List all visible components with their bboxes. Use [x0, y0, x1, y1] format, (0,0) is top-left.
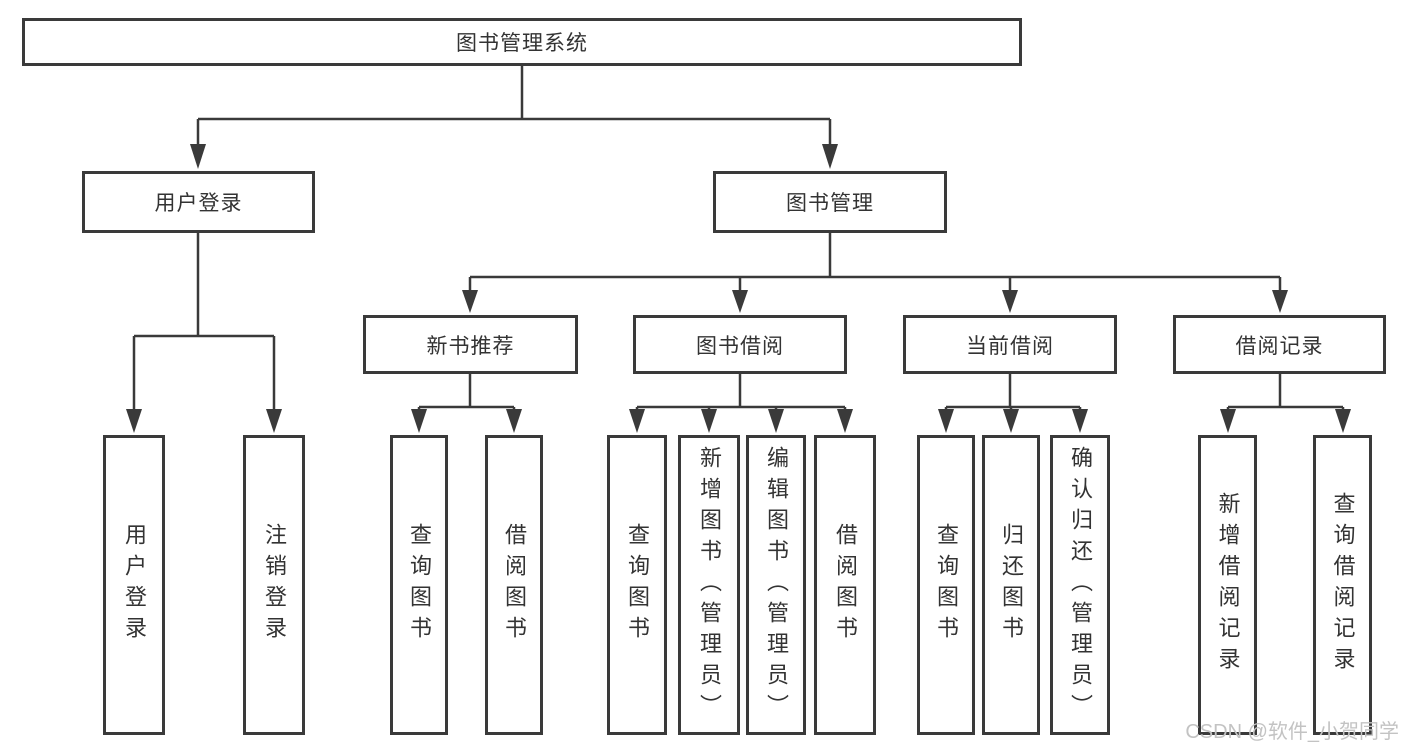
leaf-add-borrow-record: 新增借阅记录: [1198, 435, 1257, 735]
leaf-label: 查询图书: [407, 523, 432, 647]
arrowhead-icon: [411, 409, 427, 433]
leaf-query-books-recommend: 查询图书: [390, 435, 448, 735]
arrowhead-icon: [1272, 290, 1288, 313]
arrowhead-icon: [629, 409, 645, 433]
node-borrow-record: 借阅记录: [1173, 315, 1386, 374]
arrowhead-icon: [1220, 409, 1236, 433]
arrowheads: [126, 144, 1351, 433]
leaf-user-login: 用户登录: [103, 435, 165, 735]
node-new-book-recommend: 新书推荐: [363, 315, 578, 374]
arrowhead-icon: [837, 409, 853, 433]
node-label: 借阅记录: [1235, 334, 1324, 358]
arrowhead-icon: [506, 409, 522, 433]
arrowhead-icon: [126, 409, 142, 433]
node-book-management: 图书管理: [713, 171, 947, 233]
leaf-label: 借阅图书: [833, 523, 858, 647]
node-root-system: 图书管理系统: [22, 18, 1022, 66]
arrowhead-icon: [1072, 409, 1088, 433]
leaf-label: 确认归还（管理员）: [1068, 445, 1093, 725]
node-label: 图书借阅: [696, 334, 784, 358]
arrowhead-icon: [732, 290, 748, 313]
leaf-label: 借阅图书: [502, 523, 527, 647]
node-label: 图书管理: [786, 192, 874, 215]
node-label: 新书推荐: [426, 334, 515, 358]
leaf-borrow-books: 借阅图书: [814, 435, 876, 735]
leaf-label: 编辑图书（管理员）: [764, 445, 789, 725]
leaf-confirm-return-admin: 确认归还（管理员）: [1050, 435, 1110, 735]
arrowhead-icon: [701, 409, 717, 433]
leaf-label: 用户登录: [122, 523, 147, 647]
leaf-return-books: 归还图书: [982, 435, 1040, 735]
arrowhead-icon: [462, 290, 478, 313]
node-user-login: 用户登录: [82, 171, 315, 233]
leaf-label: 归还图书: [999, 523, 1024, 647]
node-label: 用户登录: [154, 192, 243, 215]
arrowhead-icon: [768, 409, 784, 433]
leaf-query-borrow-record: 查询借阅记录: [1313, 435, 1372, 735]
node-book-borrow: 图书借阅: [633, 315, 847, 374]
watermark: CSDN @软件_小贺同学: [1185, 721, 1399, 743]
arrowhead-icon: [1002, 290, 1018, 313]
node-label: 当前借阅: [966, 334, 1054, 358]
leaf-label: 新增借阅记录: [1215, 492, 1241, 678]
arrowhead-icon: [266, 409, 282, 433]
leaf-query-books-current: 查询图书: [917, 435, 975, 735]
leaf-logout: 注销登录: [243, 435, 305, 735]
arrowhead-icon: [822, 144, 838, 169]
leaf-query-books-borrow: 查询图书: [607, 435, 667, 735]
leaf-edit-books-admin: 编辑图书（管理员）: [746, 435, 806, 735]
leaf-label: 查询图书: [625, 523, 650, 647]
node-current-borrow: 当前借阅: [903, 315, 1117, 374]
arrowhead-icon: [1003, 409, 1019, 433]
leaf-add-books-admin: 新增图书（管理员）: [678, 435, 740, 735]
leaf-borrow-books-recommend: 借阅图书: [485, 435, 543, 735]
leaf-label: 新增图书（管理员）: [697, 445, 722, 725]
arrowhead-icon: [1335, 409, 1351, 433]
arrowhead-icon: [190, 144, 206, 169]
leaf-label: 查询借阅记录: [1330, 492, 1356, 678]
leaf-label: 注销登录: [262, 523, 287, 647]
leaf-label: 查询图书: [934, 523, 959, 647]
arrowhead-icon: [938, 409, 954, 433]
node-label: 图书管理系统: [456, 32, 588, 55]
